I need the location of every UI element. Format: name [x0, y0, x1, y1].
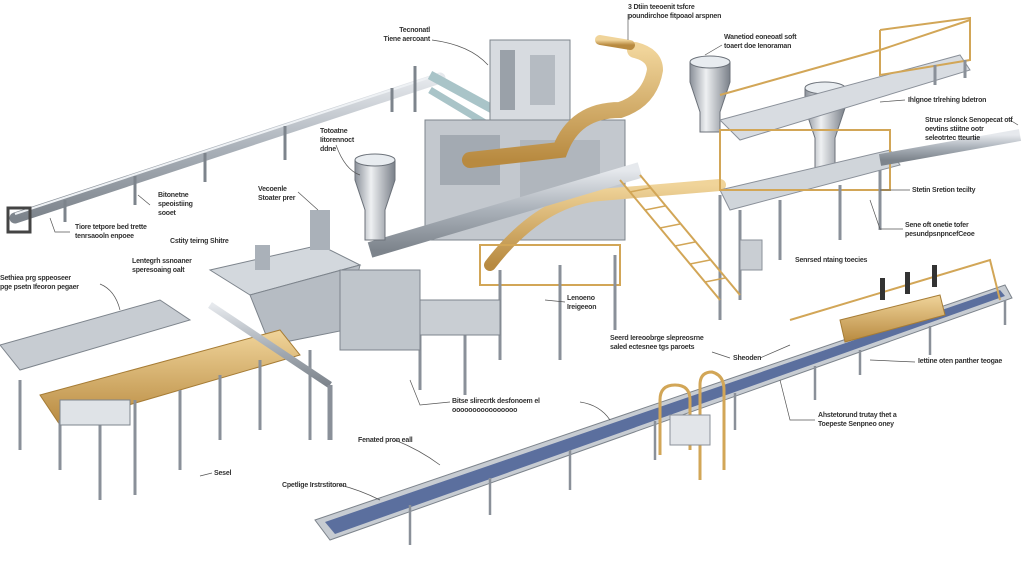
- upper-walkway: [719, 16, 971, 141]
- label-line: Seerd Iereoobrge slepreosrne: [610, 335, 704, 342]
- label-line: speresoaing oalt: [132, 267, 185, 274]
- callout-label: Tiore tetpore bed trette tenrsaooln enpoe…: [75, 223, 147, 241]
- label-line: Ireigeeon: [567, 304, 597, 311]
- label-line: Toepeste Senpneo oney: [818, 421, 894, 428]
- label-line: Totoatne: [320, 128, 348, 135]
- label-line: Sesel: [214, 470, 232, 477]
- yellow-conveyor: [0, 299, 333, 500]
- callout-label: Stetin Sretion tecilty: [912, 186, 975, 195]
- label-line: Lenoeno: [567, 295, 595, 302]
- gold-ducting: [462, 35, 726, 271]
- label-line: Ahstetorund trutay thet a: [818, 412, 897, 419]
- callout-label: Seerd Iereoobrge slepreosrne saled ectesn…: [610, 334, 704, 352]
- label-line: saled ectesnee tgs paroets: [610, 344, 695, 351]
- label-line: Iitorennoct: [320, 137, 354, 144]
- callout-label: Wanetiod eoneoatl soft toaert doe Ienoram…: [724, 33, 797, 51]
- label-line: pesundpsnpncefCeoe: [905, 231, 975, 238]
- label-line: Ihlgnoe trlrehing bdetron: [908, 97, 987, 104]
- label-line: oooooooooooooooo: [452, 407, 518, 414]
- label-line: Sene oft onetie tofer: [905, 222, 969, 229]
- label-line: tenrsaooln enpoee: [75, 233, 134, 240]
- label-line: ddne: [320, 146, 336, 153]
- label-line: Bitonetne: [158, 192, 189, 199]
- label-line: Stetin Sretion tecilty: [912, 187, 976, 194]
- transfer-tube: [367, 162, 643, 258]
- label-line: Senrsed ntaing toecies: [795, 257, 868, 264]
- label-line: toaert doe Ienoraman: [724, 43, 792, 50]
- label-line: Strue rslonck Senopecat otf: [925, 117, 1013, 124]
- lower-platform: [418, 239, 763, 395]
- label-line: Vecoenle: [258, 186, 287, 193]
- callout-label: Cstity teirng Shitre: [170, 237, 229, 246]
- hopper: [354, 153, 396, 241]
- main-conveyor: [314, 258, 1013, 545]
- label-line: Tiene aercoant: [383, 36, 431, 43]
- hopper: [689, 55, 731, 133]
- callout-label: Sesel: [214, 469, 232, 478]
- callout-label: Bitonetne speoistiing sooet: [158, 191, 193, 218]
- callout-label: 3 Dtiin teeoenit tsfcre poundirchoe fitpo…: [628, 3, 721, 21]
- label-line: Sheoden: [733, 355, 762, 362]
- label-line: Lentegrh ssnoaner: [132, 258, 192, 265]
- callout-label: Lentegrh ssnoaner speresoaing oalt: [132, 257, 192, 275]
- callout-label: Sheoden: [733, 354, 761, 363]
- callout-label: Iettine oten panther teogae: [918, 357, 1002, 366]
- callout-label: Ihlgnoe trlrehing bdetron: [908, 96, 986, 105]
- callout-label: Bitse slirecrtk desfonoem el oooooooooooo…: [452, 397, 540, 415]
- label-line: oevtins stiitne ootr: [925, 126, 984, 133]
- label-line: Tecnonatl: [399, 27, 430, 34]
- label-line: Bitse slirecrtk desfonoem el: [452, 398, 540, 405]
- left-machine: [208, 210, 501, 351]
- callout-label: Cpetlige Irstrstitoren: [282, 481, 347, 490]
- label-line: Stoater prer: [258, 195, 296, 202]
- callout-label: Sethiea prg sppeoseer pge psetn Ifeoron p…: [0, 274, 79, 292]
- callout-label: Fenated pron eall: [358, 436, 413, 445]
- mid-platform: [718, 129, 1022, 320]
- callout-label: Ahstetorund trutay thet a Toepeste Senpne…: [818, 411, 897, 429]
- label-line: Fenated pron eall: [358, 437, 413, 444]
- label-line: seleotrtec tteurtie: [925, 135, 980, 142]
- label-line: Wanetiod eoneoatl soft: [724, 34, 797, 41]
- callout-label: Sene oft onetie tofer pesundpsnpncefCeoe: [905, 221, 975, 239]
- label-line: 3 Dtiin teeoenit tsfcre: [628, 4, 695, 11]
- label-line: sooet: [158, 210, 176, 217]
- label-line: Cpetlige Irstrstitoren: [282, 482, 347, 489]
- label-line: speoistiing: [158, 201, 193, 208]
- label-line: poundirchoe fitpoaol arspnen: [628, 13, 722, 20]
- callout-label: Senrsed ntaing toecies: [795, 256, 867, 265]
- label-line: Iettine oten panther teogae: [918, 358, 1003, 365]
- label-line: Sethiea prg sppeoseer: [0, 275, 71, 282]
- label-line: Cstity teirng Shitre: [170, 238, 229, 245]
- callout-label: Strue rslonck Senopecat otf oevtins stiit…: [925, 116, 1013, 143]
- label-line: pge psetn Ifeoron pegaer: [0, 284, 79, 291]
- staircase: [619, 174, 741, 301]
- leader-lines: [49, 14, 1019, 501]
- label-line: Tiore tetpore bed trette: [75, 224, 147, 231]
